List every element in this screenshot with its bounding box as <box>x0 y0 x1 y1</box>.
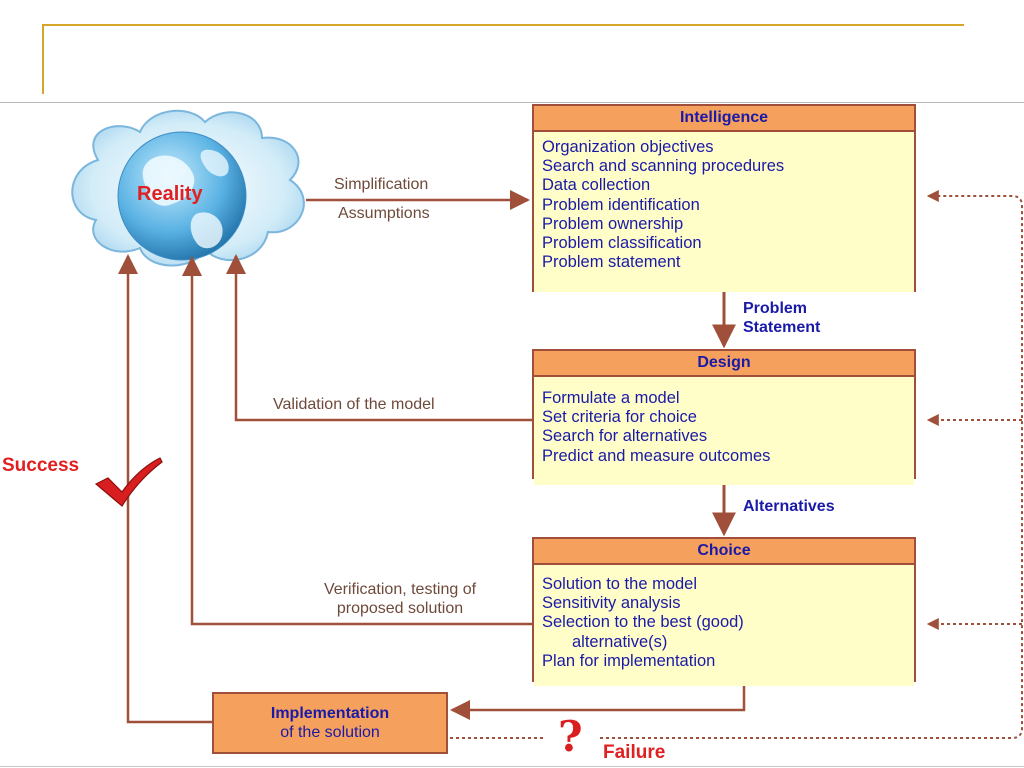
success-label: Success <box>2 455 80 476</box>
design-list: Formulate a model Set criteria for choic… <box>534 377 914 485</box>
list-item: Predict and measure outcomes <box>542 446 771 465</box>
list-item: Plan for implementation <box>542 651 716 670</box>
list-item: Search for alternatives <box>542 427 708 446</box>
choice-list: Solution to the model Sensitivity analys… <box>534 565 914 686</box>
failure-label: Failure <box>603 742 666 763</box>
arrow-success-to-reality <box>118 254 212 724</box>
list-item: Problem classification <box>542 234 702 253</box>
implementation-box: Implementation of the solution <box>212 692 448 754</box>
implementation-title: Implementation <box>270 705 390 722</box>
assumptions-label: Assumptions <box>338 205 430 222</box>
design-title: Design <box>534 351 914 377</box>
list-item: Formulate a model <box>542 389 680 407</box>
problem-statement-label-line2: Statement <box>743 319 821 336</box>
arrow-choice-to-implementation <box>450 682 746 720</box>
design-box: Design Formulate a model Set criteria fo… <box>532 349 916 485</box>
alternatives-label: Alternatives <box>743 498 835 515</box>
arrow-validation-to-reality <box>226 254 532 422</box>
header-divider <box>0 102 1024 103</box>
reality-label: Reality <box>137 183 203 205</box>
implementation-subtitle: of the solution <box>280 724 380 741</box>
problem-statement-label-line1: Problem <box>743 300 808 317</box>
verification-label-line2: proposed solution <box>336 600 464 617</box>
list-item: Organization objectives <box>542 138 714 156</box>
list-item: Set criteria for choice <box>542 408 697 427</box>
check-mark-icon <box>94 457 163 507</box>
intelligence-title: Intelligence <box>534 106 914 132</box>
question-mark-icon: ? <box>558 712 583 761</box>
list-item: Search and scanning procedures <box>542 157 785 176</box>
list-item: alternative(s) <box>572 632 668 651</box>
validation-label: Validation of the model <box>273 396 435 413</box>
list-item: Problem statement <box>542 253 681 272</box>
reality-cloud <box>71 109 305 267</box>
list-item: Data collection <box>542 176 651 195</box>
intelligence-list: Organization objectives Search and scann… <box>534 132 914 292</box>
failure-feedback-loop <box>450 190 1023 739</box>
list-item: Problem ownership <box>542 214 684 233</box>
list-item: Problem identification <box>542 195 700 214</box>
slide-title-frame <box>42 24 964 94</box>
arrow-verification-to-reality <box>182 256 532 626</box>
choice-box: Choice Solution to the model Sensitivity… <box>532 537 916 686</box>
bottom-rule <box>0 766 1024 767</box>
list-item: Sensitivity analysis <box>542 594 681 613</box>
list-item: Selection to the best (good) <box>542 613 744 632</box>
list-item: Solution to the model <box>542 575 698 593</box>
choice-title: Choice <box>534 539 914 565</box>
simplification-label: Simplification <box>334 176 429 193</box>
intelligence-box: Intelligence Organization objectives Sea… <box>532 104 916 292</box>
verification-label-line1: Verification, testing of <box>323 581 477 598</box>
